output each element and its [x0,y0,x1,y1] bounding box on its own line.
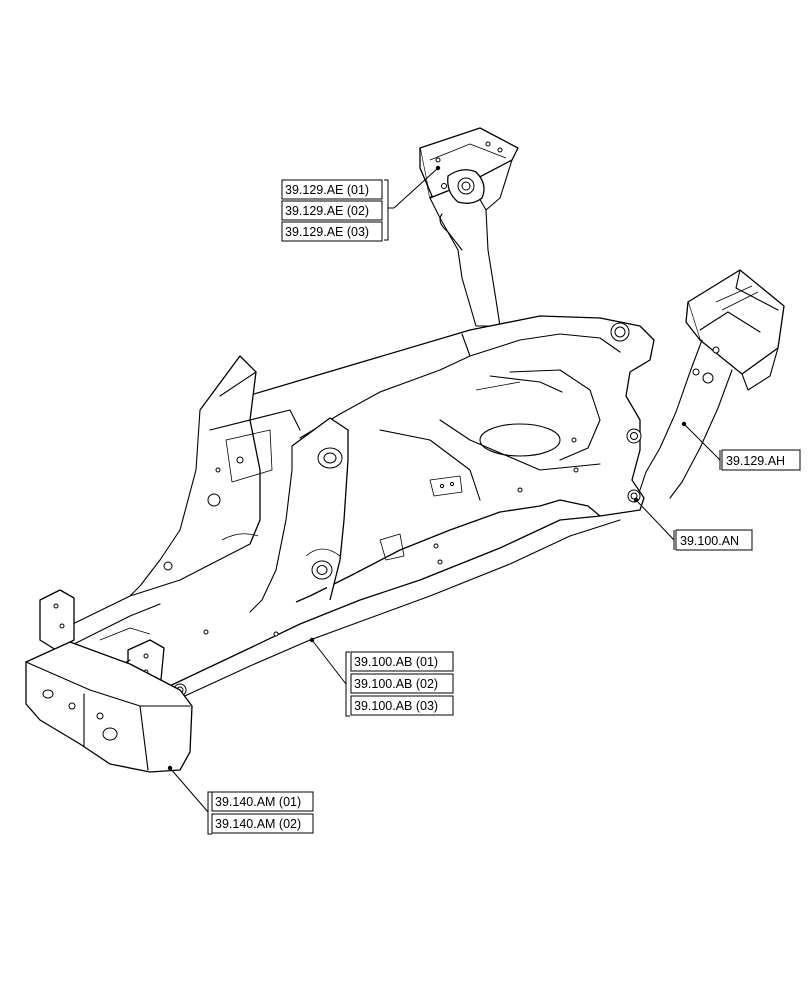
svg-text:39.100.AB (03): 39.100.AB (03) [354,699,438,713]
ref-label-39-140-am-01[interactable]: 39.140.AM (01) [211,791,314,812]
callout-group-39-129-ae: 39.129.AE (01) 39.129.AE (02) 39.129.AE … [281,179,394,242]
svg-text:39.140.AM (01): 39.140.AM (01) [215,795,301,809]
ref-label-39-129-ae-03[interactable]: 39.129.AE (03) [281,221,383,242]
svg-text:39.129.AE (03): 39.129.AE (03) [285,225,369,239]
svg-text:39.129.AH: 39.129.AH [726,454,785,468]
callout-group-39-100-ab: 39.100.AB (01) 39.100.AB (02) 39.100.AB … [345,651,454,717]
ref-label-39-129-ae-02[interactable]: 39.129.AE (02) [281,200,383,221]
ref-label-39-100-ab-02[interactable]: 39.100.AB (02) [350,673,454,694]
center-tower [249,417,349,613]
ref-label-39-129-ah[interactable]: 39.129.AH [721,449,801,471]
svg-text:39.129.AE (01): 39.129.AE (01) [285,183,369,197]
ref-label-39-100-ab-01[interactable]: 39.100.AB (01) [350,651,454,672]
ref-label-39-100-an[interactable]: 39.100.AN [675,529,753,551]
chassis-frame-drawing [25,127,785,773]
ref-label-39-100-ab-03[interactable]: 39.100.AB (03) [350,695,454,716]
right-mount-bracket [639,269,785,499]
svg-text:39.100.AB (01): 39.100.AB (01) [354,655,438,669]
upper-mount-bracket [419,127,519,327]
svg-text:39.140.AM (02): 39.140.AM (02) [215,817,301,831]
counterweight [25,641,193,773]
svg-text:39.129.AE (02): 39.129.AE (02) [285,204,369,218]
callout-group-39-100-an: 39.100.AN [673,529,753,551]
ref-label-39-129-ae-01[interactable]: 39.129.AE (01) [281,179,383,200]
callout-group-39-129-ah: 39.129.AH [719,449,801,471]
ref-label-39-140-am-02[interactable]: 39.140.AM (02) [211,813,314,834]
upper-deck [199,315,655,603]
left-tower [129,355,301,597]
svg-text:39.100.AN: 39.100.AN [680,534,739,548]
svg-text:39.100.AB (02): 39.100.AB (02) [354,677,438,691]
callout-group-39-140-am: 39.140.AM (01) 39.140.AM (02) [207,791,314,835]
leader-lines [169,167,721,813]
